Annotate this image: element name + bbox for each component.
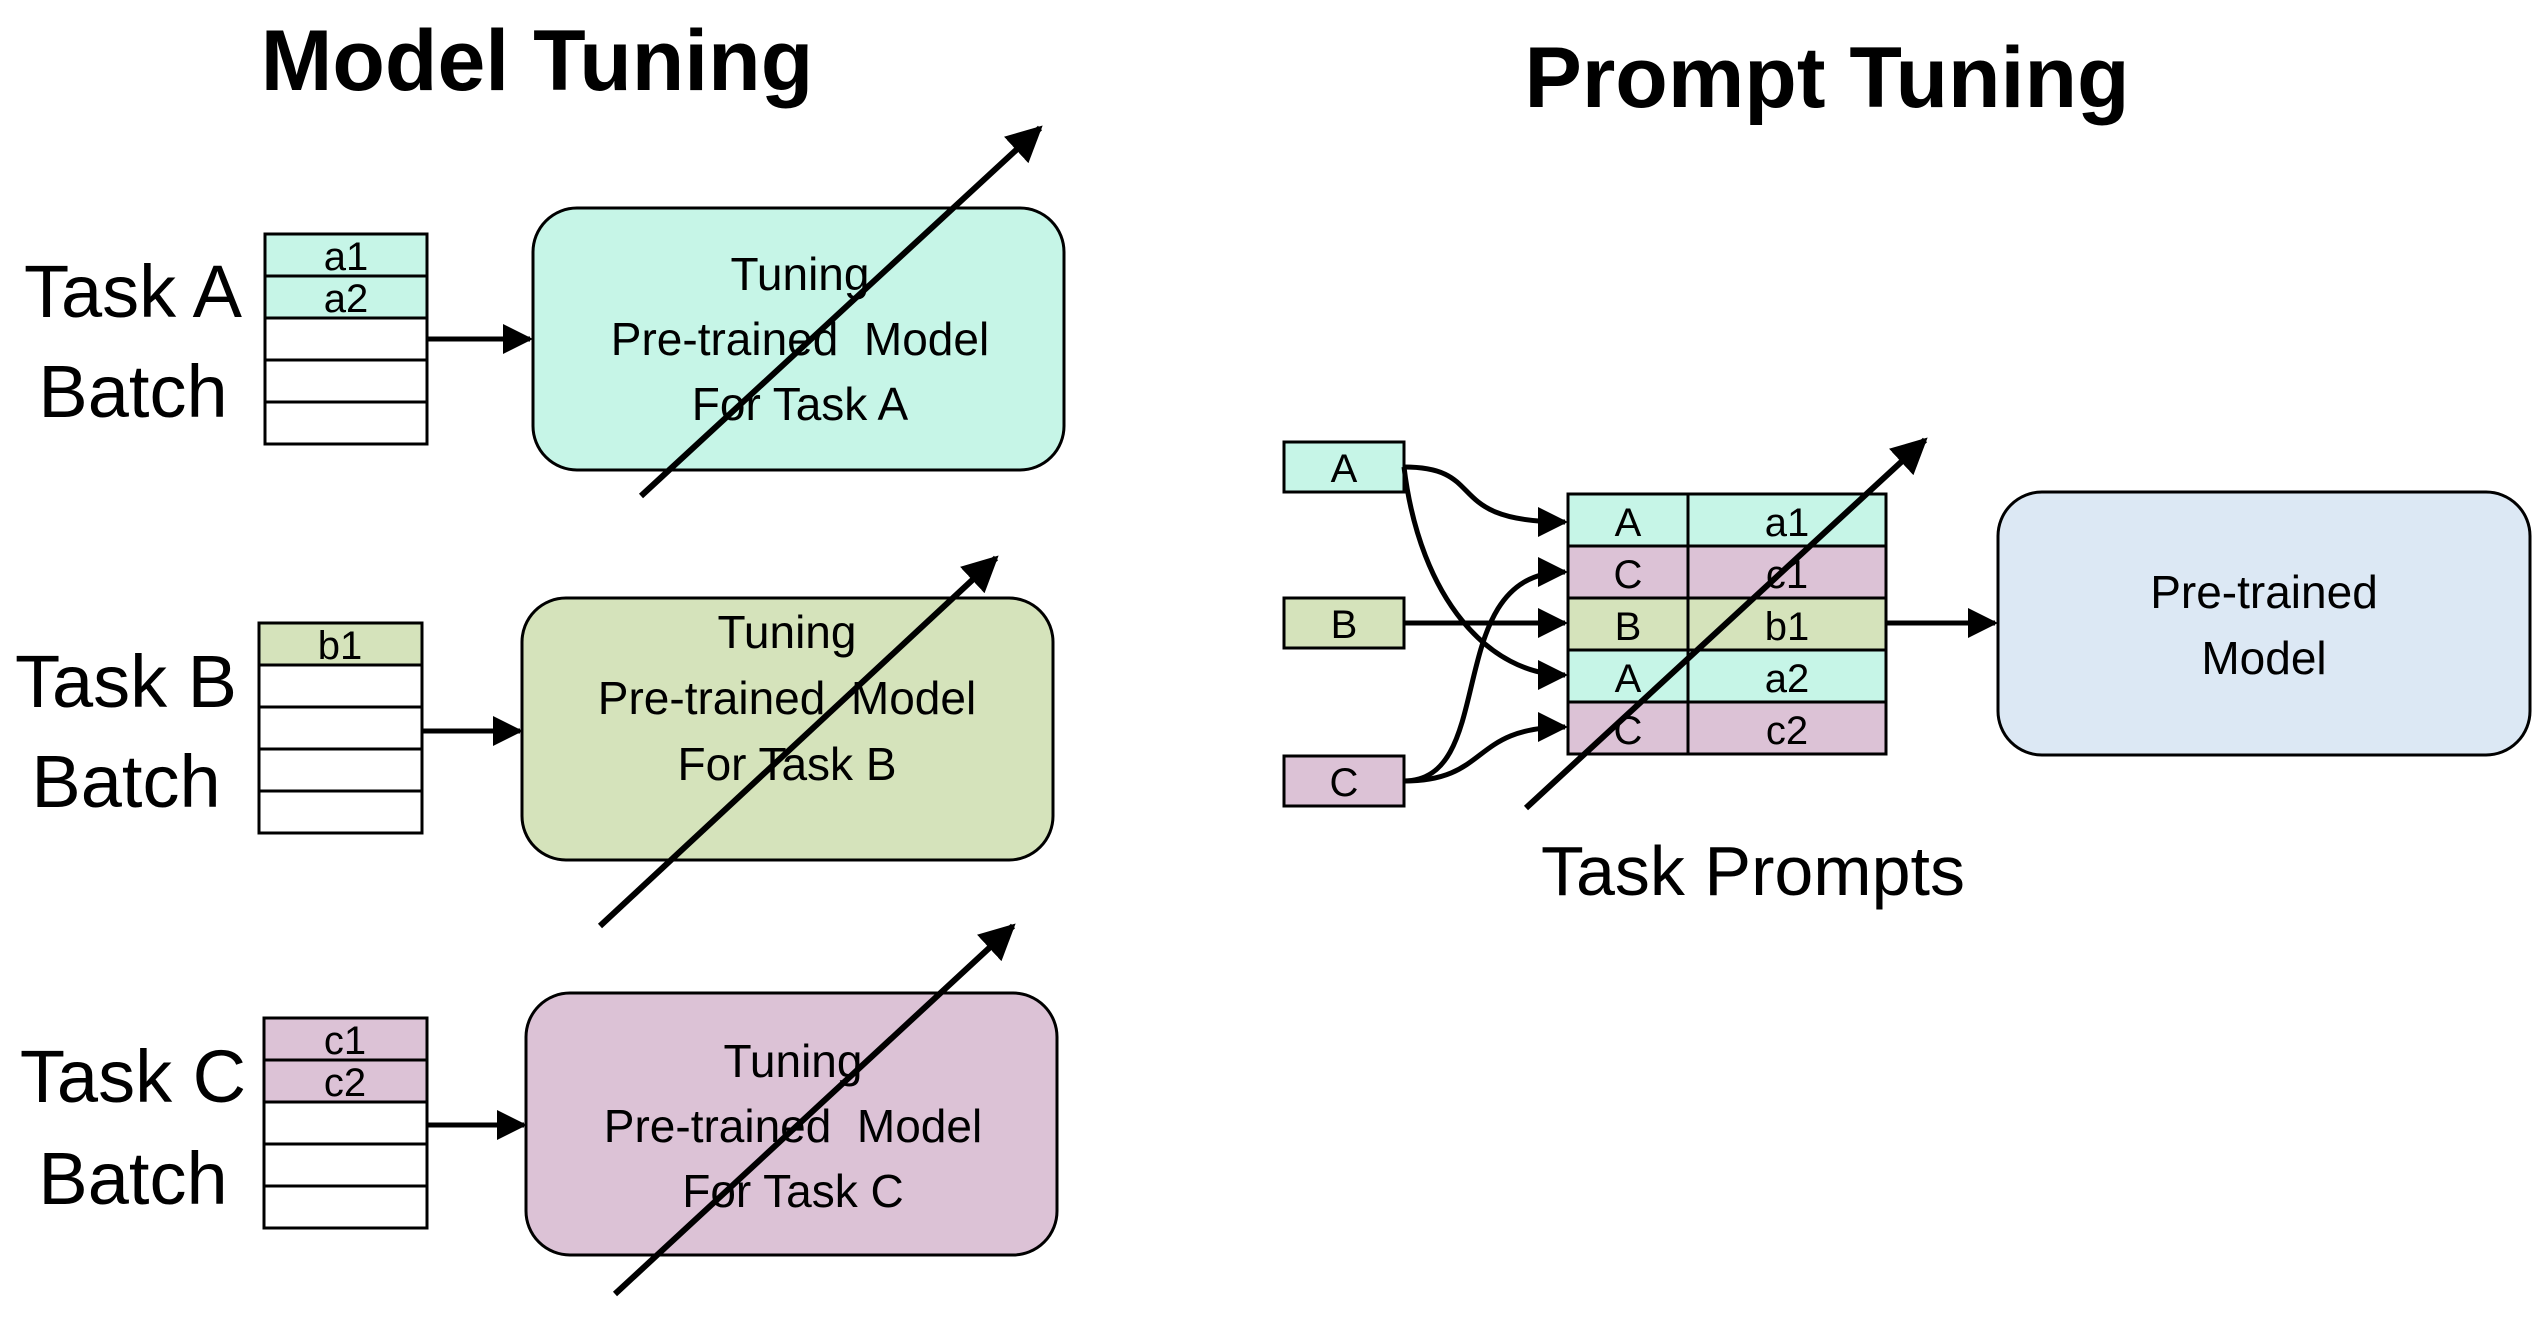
task-a-box-line1: Tuning bbox=[731, 248, 870, 300]
batch-cell bbox=[257, 663, 424, 709]
batch-cell bbox=[262, 1184, 429, 1230]
example-cell: a2 bbox=[1765, 657, 1810, 701]
batch-cell-text: c2 bbox=[324, 1061, 366, 1105]
input-box-a-label: A bbox=[1331, 447, 1358, 491]
batch-cell bbox=[257, 747, 424, 793]
task-a-box-line2: Pre-trained Model bbox=[611, 313, 989, 365]
batch-cell bbox=[257, 621, 424, 667]
batch-cell bbox=[263, 316, 429, 362]
batch-cell-text: c1 bbox=[324, 1019, 366, 1063]
prompt-cell: B bbox=[1615, 605, 1642, 649]
input-box-c bbox=[1282, 754, 1406, 808]
task-c-group: Task C Batch c1 c2 Tuning Pre-trained Mo… bbox=[20, 923, 1059, 1297]
prompt-table-row bbox=[1686, 700, 1888, 756]
batch-cell-text: a1 bbox=[324, 235, 369, 279]
batch-cell bbox=[257, 705, 424, 751]
pretrained-model-line1: Pre-trained bbox=[2150, 566, 2378, 618]
input-box-b-label: B bbox=[1331, 603, 1358, 647]
task-b-strikethrough-arrow bbox=[597, 555, 999, 929]
task-b-label: Task B bbox=[15, 640, 237, 723]
route-c-to-row2 bbox=[1403, 557, 1568, 784]
prompt-cell: A bbox=[1615, 657, 1642, 701]
task-b-box-line3: For Task B bbox=[678, 738, 897, 790]
prompt-cell: A bbox=[1615, 501, 1642, 545]
batch-cell bbox=[263, 358, 429, 404]
batch-cell-text: b1 bbox=[318, 624, 363, 668]
example-cell: a1 bbox=[1765, 501, 1810, 545]
task-c-batch-label: Batch bbox=[38, 1137, 227, 1220]
prompt-table-row bbox=[1686, 596, 1888, 652]
task-prompts-table: A a1 C c1 B b1 A a2 C c2 bbox=[1566, 492, 1888, 756]
prompt-inputs: A B C bbox=[1282, 440, 1406, 808]
task-a-batch-label: Batch bbox=[38, 350, 227, 433]
model-tuning-title: Model Tuning bbox=[261, 13, 814, 109]
prompt-table-strikethrough-arrow bbox=[1523, 437, 1928, 811]
task-a-model-box bbox=[531, 206, 1066, 472]
task-b-box-line2: Pre-trained Model bbox=[598, 672, 976, 724]
task-b-box-line1: Tuning bbox=[718, 606, 857, 658]
route-a-to-row1 bbox=[1403, 464, 1568, 537]
pretrained-model-line2: Model bbox=[2201, 632, 2326, 684]
task-a-strikethrough-arrow bbox=[638, 125, 1043, 499]
routing-arrows bbox=[1401, 464, 1568, 784]
example-cell: c1 bbox=[1766, 553, 1808, 597]
task-c-box-line1: Tuning bbox=[724, 1035, 863, 1087]
prompt-tuning-title: Prompt Tuning bbox=[1524, 30, 2129, 126]
task-b-batch-table: b1 bbox=[257, 621, 424, 835]
batch-cell bbox=[262, 1142, 429, 1188]
prompt-cell: C bbox=[1614, 553, 1643, 597]
task-a-label: Task A bbox=[24, 250, 243, 333]
pretrained-model-box bbox=[1996, 490, 2532, 757]
example-cell: c2 bbox=[1766, 709, 1808, 753]
task-c-batch-table: c1 c2 bbox=[262, 1016, 429, 1230]
batch-cell bbox=[257, 789, 424, 835]
input-box-a bbox=[1282, 440, 1406, 494]
batch-cell bbox=[263, 400, 429, 446]
batch-cell bbox=[262, 1058, 429, 1104]
task-a-box-line3: For Task A bbox=[692, 378, 909, 430]
task-b-batch-label: Batch bbox=[31, 740, 220, 823]
prompt-table-row bbox=[1686, 648, 1888, 704]
task-c-strikethrough-arrow bbox=[612, 923, 1016, 1297]
task-b-model-box bbox=[520, 596, 1055, 862]
task-b-group: Task B Batch b1 Tuning Pre-trained Model… bbox=[15, 555, 1055, 929]
task-prompts-caption: Task Prompts bbox=[1541, 832, 1965, 910]
task-c-model-box bbox=[524, 991, 1059, 1257]
task-a-batch-table: a1 a2 bbox=[263, 232, 429, 446]
prompt-table-row bbox=[1566, 596, 1690, 652]
example-cell: b1 bbox=[1765, 605, 1810, 649]
input-box-c-label: C bbox=[1330, 761, 1359, 805]
task-c-box-line3: For Task C bbox=[682, 1165, 904, 1217]
task-c-label: Task C bbox=[20, 1035, 246, 1118]
task-a-group: Task A Batch a1 a2 Tuning Pre-trained Mo… bbox=[24, 125, 1066, 499]
batch-cell-text: a2 bbox=[324, 277, 369, 321]
batch-cell bbox=[262, 1100, 429, 1146]
route-c-to-row5 bbox=[1403, 712, 1568, 784]
